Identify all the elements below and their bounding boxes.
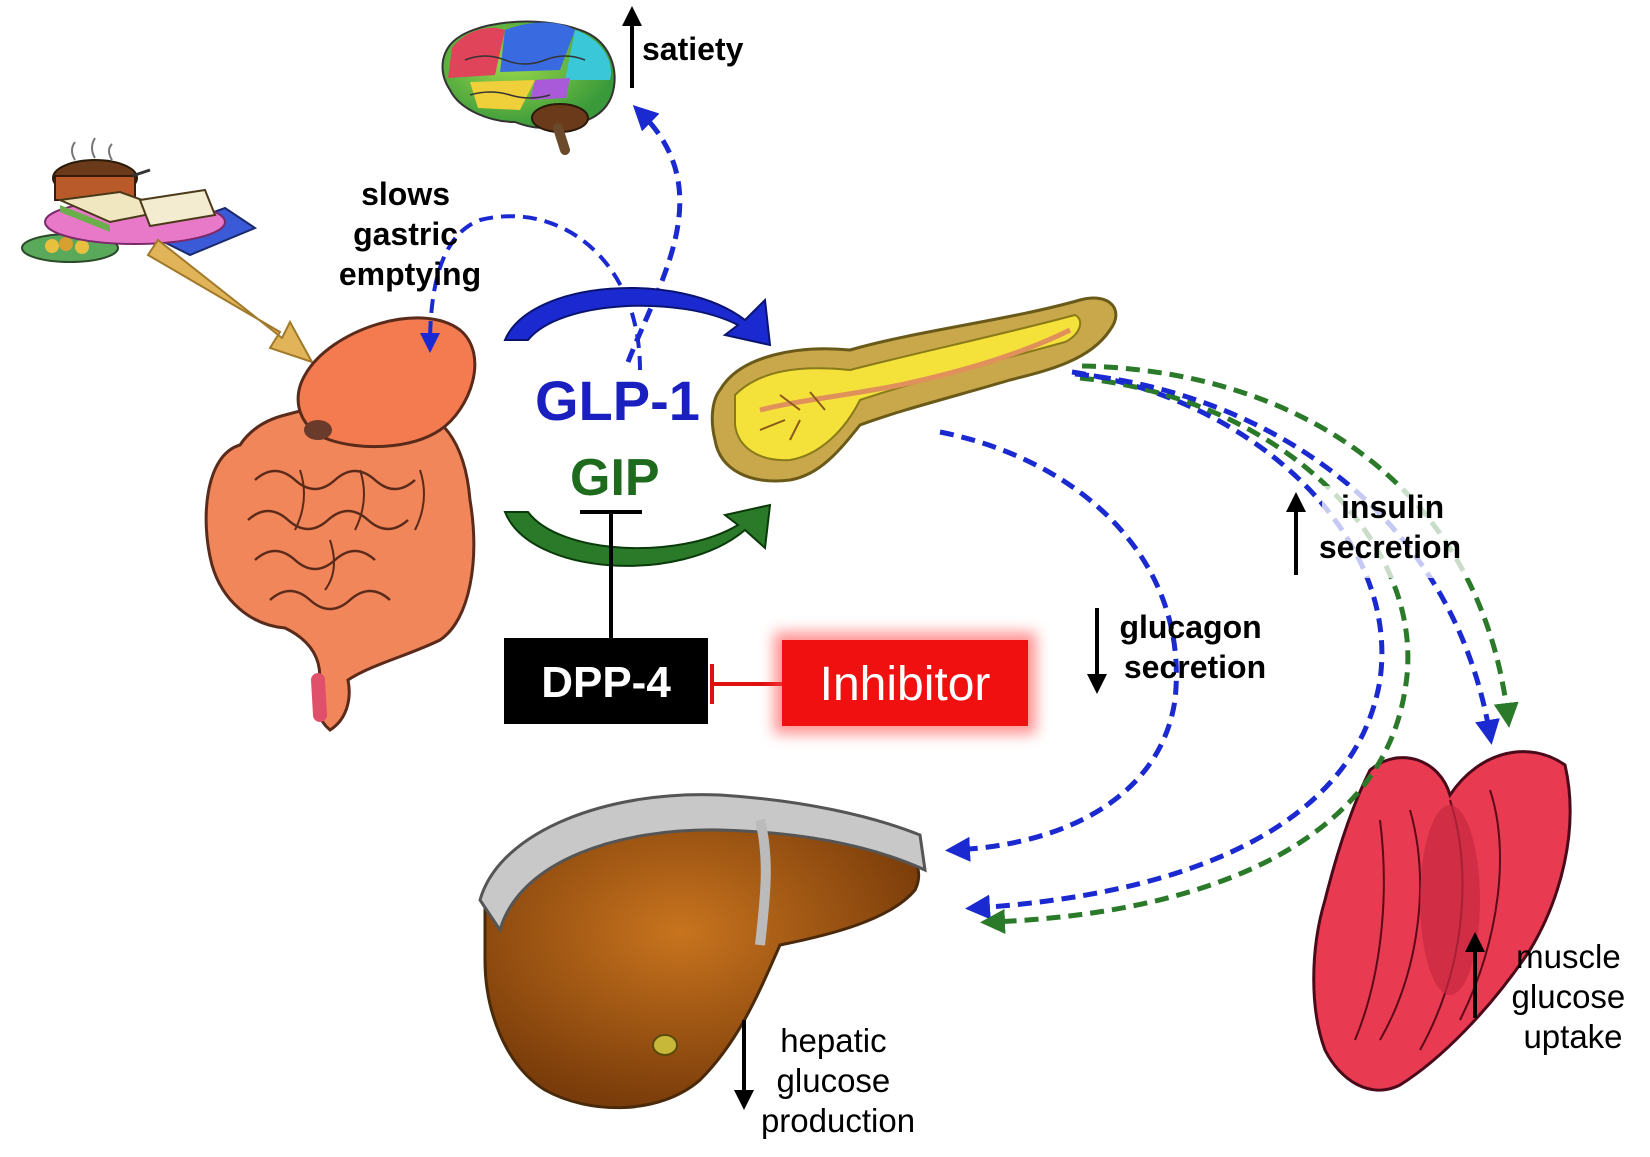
glp1-label: GLP-1 (535, 369, 700, 432)
insulin-to-muscle-green-arrow (1081, 363, 1519, 728)
insulin-to-muscle-blue-arrow (1074, 371, 1500, 745)
food-plate-icon (21, 137, 258, 263)
glp1-to-brain-arrow (625, 105, 683, 363)
gastric-emptying-label: slows gastric emptying (339, 176, 481, 292)
gip-secretion-arrow (503, 503, 772, 567)
food-intake-arrow (146, 238, 315, 364)
insulin-to-liver-blue-arrow (965, 369, 1385, 920)
glucagon-secretion-label: glucagon secretion (1119, 609, 1270, 685)
hepatic-glucose-label: hepatic glucose production (761, 1022, 915, 1139)
glp1-secretion-arrow (503, 287, 772, 347)
insulin-to-liver-green-arrow (980, 375, 1411, 934)
gip-label: GIP (570, 449, 660, 507)
inhibitor-box: Inhibitor (774, 632, 1036, 734)
dpp4-box: DPP-4 (504, 638, 708, 724)
dpp4-label: DPP-4 (541, 658, 671, 707)
pancreas-icon (710, 296, 1118, 483)
insulin-secretion-label: insulin secretion (1319, 489, 1461, 565)
inhibitor-label: Inhibitor (820, 658, 991, 711)
muscle-glucose-label: muscle glucose uptake (1512, 938, 1635, 1055)
glucagon-to-liver-arrow (939, 429, 1179, 862)
liver-icon (478, 793, 927, 1110)
brain-icon (441, 20, 616, 155)
gut-icon (204, 316, 477, 732)
satiety-label: satiety (642, 31, 744, 67)
